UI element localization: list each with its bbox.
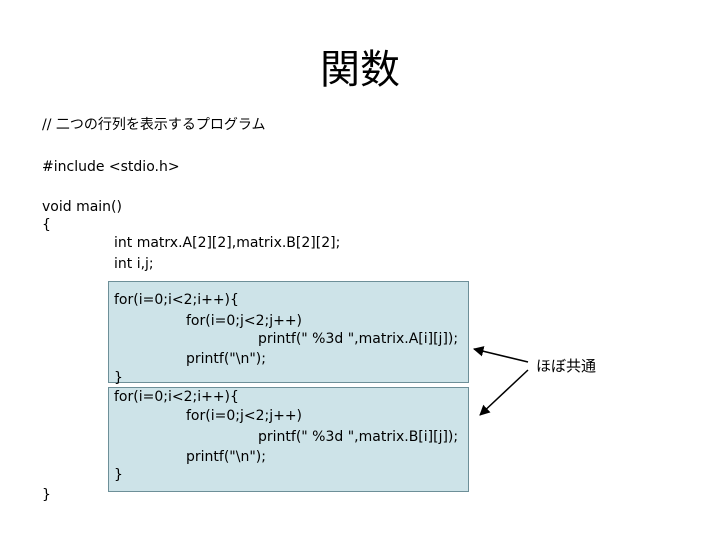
code-declaration-matrices: int matrx.A[2][2],matrix.B[2][2]; xyxy=(114,235,341,251)
highlight-box-loop-a xyxy=(108,281,469,383)
code-loop-b-printf-newline: printf("\n"); xyxy=(186,449,266,465)
code-declaration-indices: int i,j; xyxy=(114,256,154,272)
annotation-nearly-common: ほぼ共通 xyxy=(536,357,597,375)
page-title: 関数 xyxy=(320,47,400,93)
code-loop-b-close: } xyxy=(114,467,123,483)
code-loop-a-printf-value: printf(" %3d ",matrix.A[i][j]); xyxy=(258,331,459,347)
code-comment: // 二つの行列を表示するプログラム xyxy=(42,117,266,133)
code-loop-b-outer-for: for(i=0;i<2;i++){ xyxy=(114,389,239,405)
code-close-brace: } xyxy=(42,487,51,503)
code-loop-b-inner-for: for(i=0;j<2;j++) xyxy=(186,408,303,424)
code-open-brace: { xyxy=(42,217,51,233)
code-main-signature: void main() xyxy=(42,199,122,215)
code-loop-b-printf-value: printf(" %3d ",matrix.B[i][j]); xyxy=(258,429,459,445)
code-loop-a-inner-for: for(i=0;j<2;j++) xyxy=(186,313,303,329)
code-loop-a-outer-for: for(i=0;i<2;i++){ xyxy=(114,292,239,308)
code-loop-a-printf-newline: printf("\n"); xyxy=(186,351,266,367)
code-loop-a-close: } xyxy=(114,370,123,386)
arrow-to-loop-b xyxy=(479,369,529,416)
code-include: #include <stdio.h> xyxy=(42,159,180,175)
arrow-to-loop-a xyxy=(472,346,529,363)
highlight-box-loop-b xyxy=(108,387,469,492)
